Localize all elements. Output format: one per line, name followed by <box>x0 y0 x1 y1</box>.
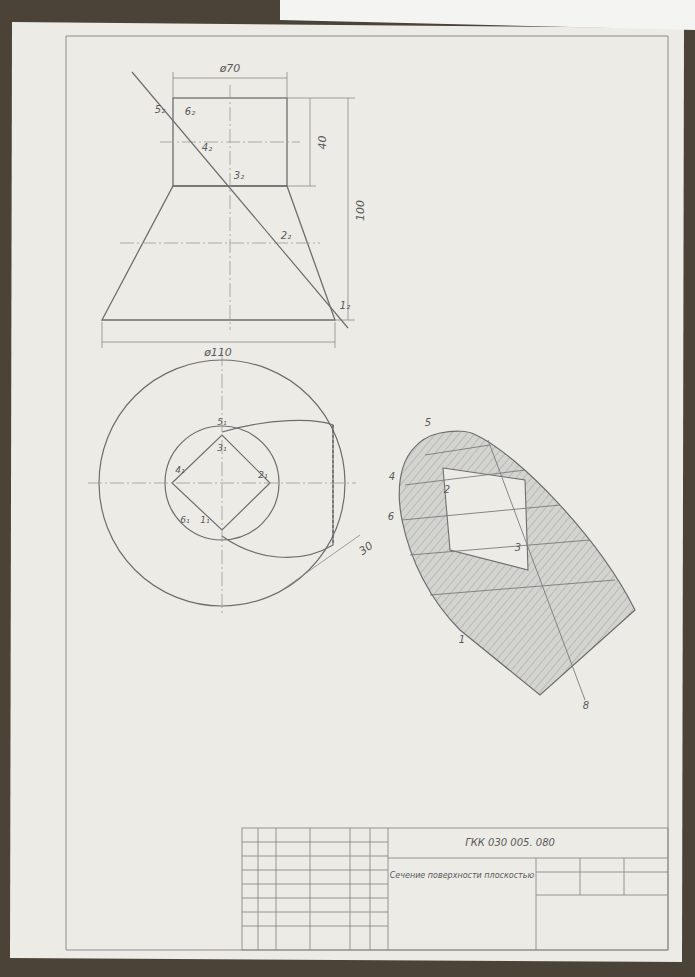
point-label: 2₁ <box>257 471 268 480</box>
point-label: 4₂ <box>201 143 213 153</box>
point-label: 3₂ <box>233 171 245 181</box>
point-label: 2 <box>443 485 451 495</box>
point-label: 5 <box>424 418 432 428</box>
title-block <box>242 828 668 950</box>
title-block-name: Сечение поверхности плоскостью <box>389 872 535 880</box>
point-label: 6₂ <box>184 107 196 117</box>
section-plane <box>132 72 348 328</box>
point-label: 6 <box>387 512 395 522</box>
dimension-text: 100 <box>355 199 366 222</box>
front-view <box>102 98 335 320</box>
point-label: 6₁ <box>179 516 190 525</box>
frame-line <box>668 36 669 950</box>
center-lines <box>120 85 320 330</box>
title-block-code: ГКК 030 005. 080 <box>464 838 556 848</box>
point-label: 1₂ <box>339 301 351 311</box>
point-label: 4 <box>388 472 396 482</box>
point-label: 4₁ <box>174 466 185 475</box>
point-label: 5₂ <box>154 105 166 115</box>
frame-line <box>66 36 668 37</box>
dimension-text: 40 <box>317 134 328 150</box>
point-label: 1 <box>458 635 466 645</box>
point-label: 8 <box>582 701 590 711</box>
point-label: 3₁ <box>216 444 227 453</box>
section-shape <box>399 431 635 695</box>
paper-sheet <box>10 22 684 962</box>
center-lines <box>88 352 356 615</box>
dimension-text: ø110 <box>203 347 233 358</box>
dimension-lines <box>282 535 360 590</box>
point-label: 3 <box>514 543 522 553</box>
dimension-text: ø70 <box>219 63 242 74</box>
hidden-line <box>333 425 334 545</box>
section-chords <box>402 440 615 700</box>
point-label: 1₁ <box>199 516 210 525</box>
section-hole <box>443 468 528 570</box>
dimension-lines <box>102 72 355 348</box>
paper-under <box>280 0 695 30</box>
point-label: 2₂ <box>280 231 292 241</box>
frame-line <box>66 36 67 950</box>
point-label: 5₁ <box>216 418 227 427</box>
